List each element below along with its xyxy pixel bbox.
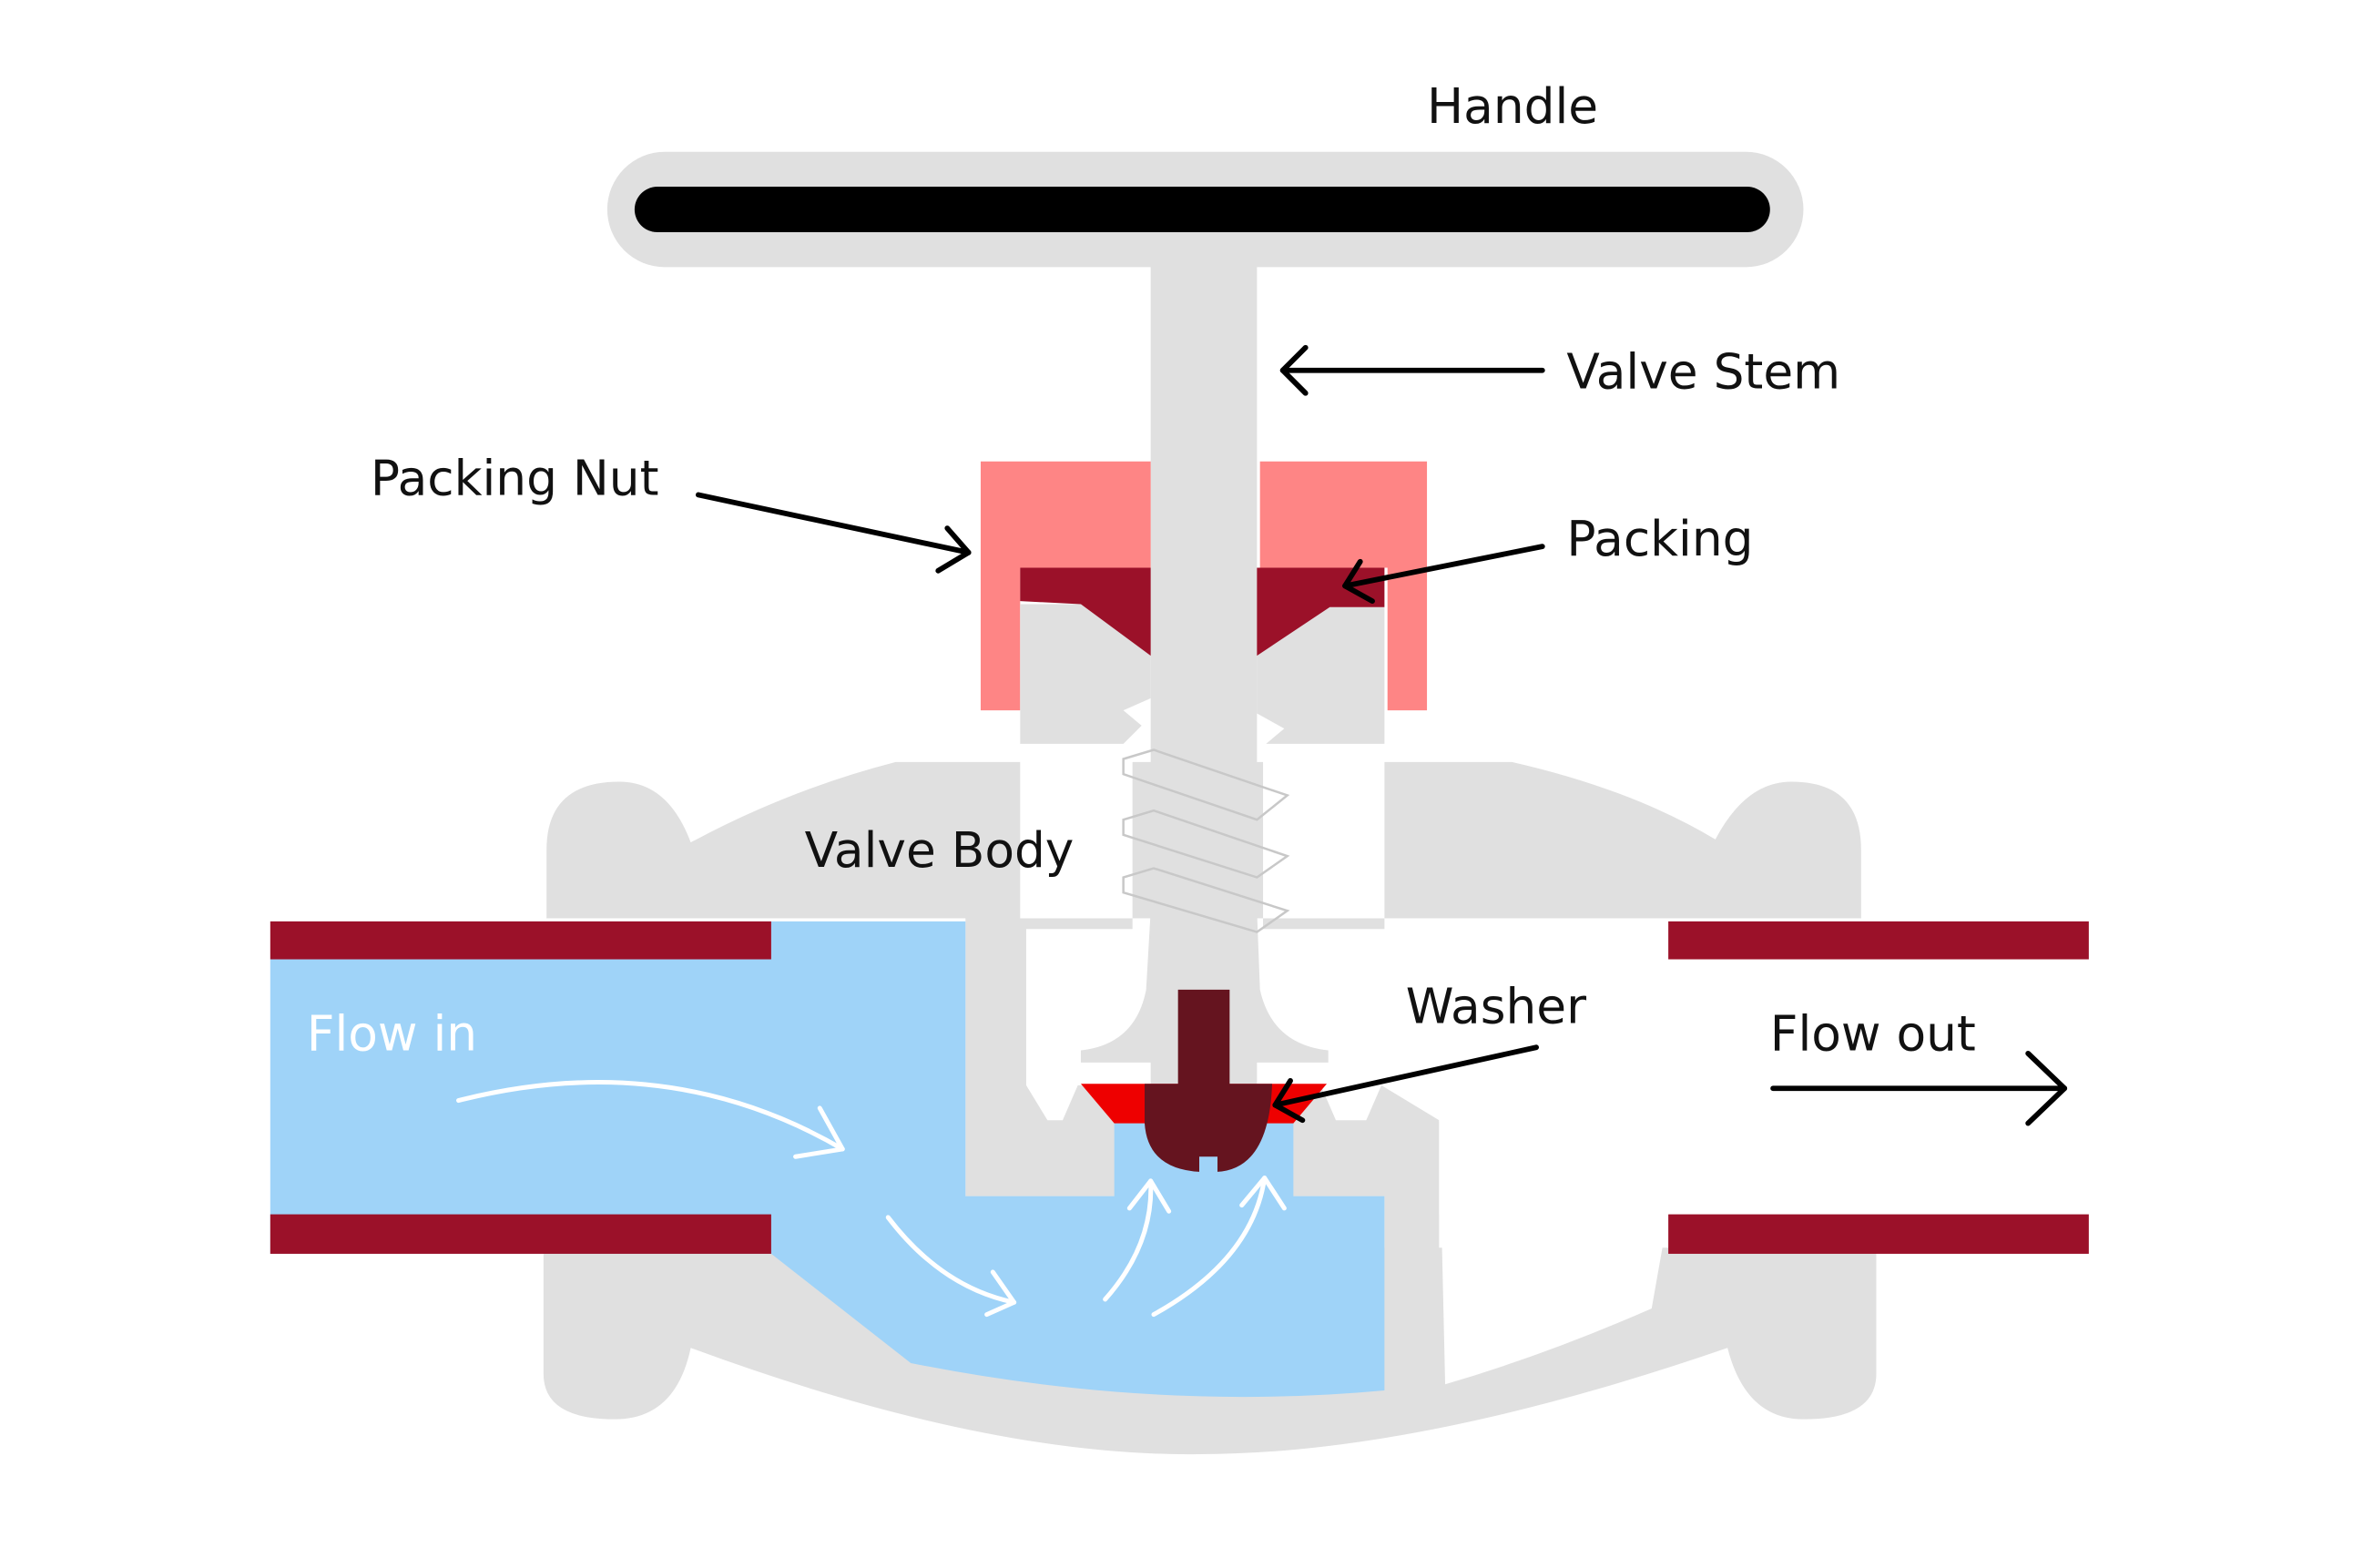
- label-packing: Packing: [1566, 510, 1753, 567]
- inlet-pipe-top-wall: [270, 921, 771, 960]
- packing-nut-leader: [695, 492, 972, 555]
- label-valve-body: Valve Body: [805, 821, 1075, 879]
- flow-arrow-4: [1151, 1176, 1268, 1318]
- washer-leader: [1272, 1044, 1539, 1108]
- packing-leader: [1342, 544, 1545, 589]
- label-handle: Handle: [1427, 77, 1598, 135]
- label-flow-out: Flow out: [1770, 1005, 1976, 1063]
- handle: [606, 151, 1804, 268]
- outlet-channel: [1439, 959, 1669, 1215]
- inlet-pipe-bottom-wall: [270, 1214, 771, 1254]
- leader-lines: [695, 344, 2068, 1126]
- flow-arrows: [456, 1080, 1287, 1318]
- water-flow-region: [270, 921, 1385, 1398]
- label-packing-nut: Packing Nut: [371, 449, 659, 506]
- packing-nut: [980, 461, 1428, 711]
- label-flow-in: Flow in: [307, 1005, 477, 1063]
- bonnet-column: [1020, 604, 1385, 744]
- handle-bar: [634, 187, 1770, 233]
- label-valve-stem: Valve Stem: [1566, 343, 1840, 401]
- outlet-pipe-bottom-wall: [1668, 1214, 2089, 1254]
- label-washer: Washer: [1406, 978, 1586, 1035]
- outlet-pipe-top-wall: [1668, 921, 2089, 960]
- pipe-walls: [270, 921, 2089, 1254]
- labels: Handle Valve Stem Packing Nut Packing Va…: [307, 77, 1976, 1063]
- flow-arrow-2: [885, 1215, 1017, 1305]
- flow-arrow-1: [456, 1080, 845, 1152]
- flow-arrow-3: [1103, 1178, 1154, 1302]
- stem-tip: [1144, 989, 1273, 1172]
- valve-stem: [1150, 264, 1258, 1084]
- stem-threads: [1122, 748, 1290, 933]
